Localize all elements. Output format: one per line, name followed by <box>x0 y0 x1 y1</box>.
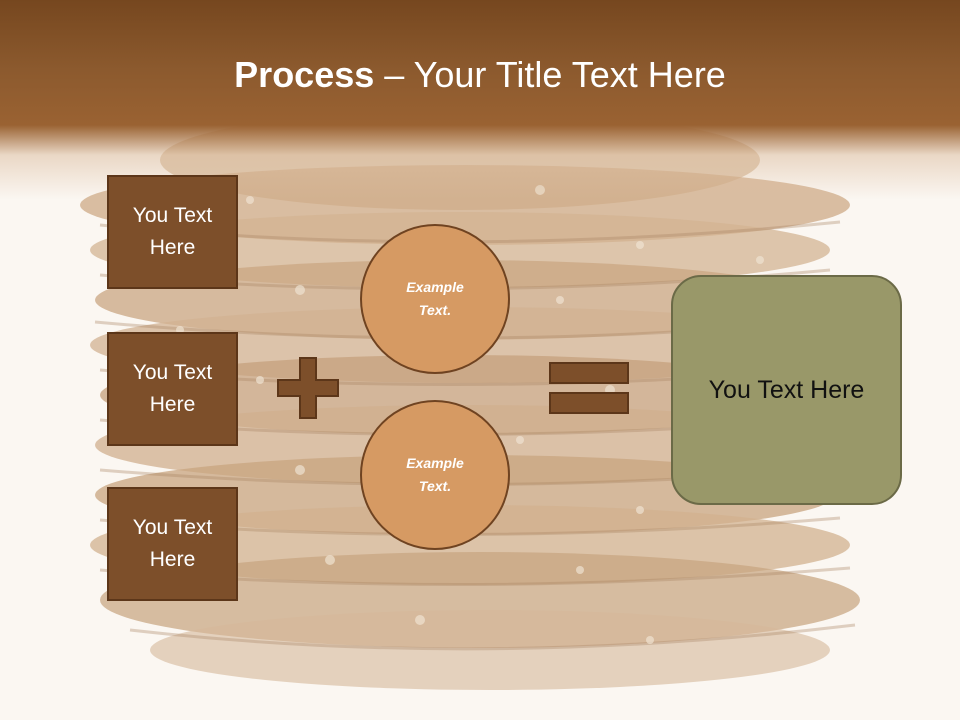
example-circle-2[interactable]: Example Text. <box>360 400 510 550</box>
result-box[interactable]: You Text Here <box>671 275 902 505</box>
slide-title: Process – Your Title Text Here <box>0 50 960 100</box>
title-bold: Process <box>234 54 375 95</box>
text-box-2[interactable]: You Text Here <box>107 332 238 446</box>
example-circle-1[interactable]: Example Text. <box>360 224 510 374</box>
title-bar <box>0 0 960 200</box>
text-box-1[interactable]: You Text Here <box>107 175 238 289</box>
equals-icon <box>549 362 629 414</box>
text-box-3[interactable]: You Text Here <box>107 487 238 601</box>
title-rest: – Your Title Text Here <box>374 54 726 95</box>
plus-icon <box>277 357 339 419</box>
